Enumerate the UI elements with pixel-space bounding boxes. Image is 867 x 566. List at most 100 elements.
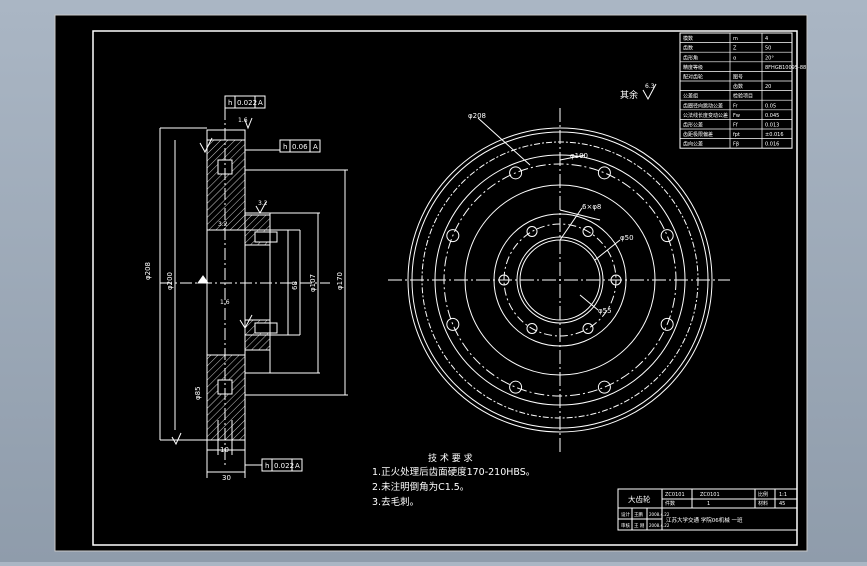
section-view [159, 96, 348, 478]
param-table-cell: ±0.016 [765, 132, 784, 138]
technical-requirements: 技 术 要 求 1.正火处理后齿面硬度170-210HBS。 2.未注明倒角为C… [372, 452, 535, 508]
param-table-cell: Fr [733, 103, 739, 109]
svg-text:h: h [283, 143, 287, 151]
bolt-holes [498, 226, 622, 334]
roughness-32-b: 3.2 [218, 221, 228, 228]
dim-phi208: φ208 [144, 262, 152, 280]
param-table-cell: 公差组 [683, 93, 698, 100]
tb-organization: 江苏大学交通 学院06机械 一班 [666, 516, 743, 524]
bolt-hole [582, 226, 594, 238]
tol-mid-datum: A [313, 143, 318, 151]
param-table-cell: 0.05 [765, 103, 776, 109]
bolt-hole [582, 322, 594, 334]
lightening-hole [446, 317, 460, 331]
param-table-cell: 齿形公差 [683, 122, 703, 129]
bolt-hole [498, 274, 510, 286]
dim-phi107: φ107 [309, 274, 317, 292]
param-table-cell: 0.016 [765, 142, 779, 148]
param-table-cell: 齿向公差 [683, 141, 703, 148]
dim-30: 30 [222, 474, 231, 482]
tb-material: 45 [779, 501, 785, 507]
param-table-cell: fpt [733, 132, 740, 138]
front-dim-phi50: φ50 [620, 234, 634, 242]
dim-68: 68 [291, 281, 299, 290]
tol-top-value: 0.022 [237, 99, 257, 107]
lightening-hole [660, 317, 674, 331]
tb-count-label: 件数 [665, 500, 675, 507]
lightening-hole [597, 166, 611, 180]
tb-material-label: 材料 [758, 500, 768, 507]
lightening-hole [509, 380, 523, 394]
param-table-cell: 齿距极限偏差 [683, 131, 713, 138]
front-dim-6holes: 6×φ8 [582, 203, 601, 211]
tolerance-frame-mid: h 0.06 A [279, 139, 321, 153]
dim-10: 10 [220, 446, 229, 454]
front-view [388, 108, 730, 452]
hatch-top [206, 139, 246, 231]
param-table-cell: 公法线长度变动公差 [683, 112, 728, 119]
dim-phi85: φ85 [194, 386, 202, 400]
param-table-cell: 模数 [683, 35, 693, 42]
param-table-cell: 齿数 [683, 45, 693, 52]
param-table-cell: Fw [733, 113, 740, 119]
roughness-symbols [171, 117, 267, 446]
tech-req-title: 技 术 要 求 [428, 452, 473, 464]
dim-phi200: φ200 [166, 272, 174, 290]
roughness-32-a: 3.2 [258, 200, 268, 207]
param-table-cell: 4 [765, 36, 768, 42]
tb-reviewer-label: 审核 [621, 522, 630, 529]
lightening-hole [597, 380, 611, 394]
bolt-hole [526, 322, 538, 334]
tb-designer: 王鹏 [634, 511, 643, 518]
surface-finish-note: 其余 6.3 [620, 83, 657, 101]
tb-review-date: 2008.4.22 [649, 523, 670, 528]
param-table-cell: 齿形角 [683, 54, 698, 61]
param-table-cell: 图号 [733, 75, 743, 81]
param-table-cell: 精度等级 [683, 64, 703, 71]
bolt-hole [610, 274, 622, 286]
tol-bottom-datum: A [295, 462, 300, 470]
param-table-cell: α [733, 55, 737, 61]
tb-count: 1 [707, 501, 710, 507]
hatch-bottom [206, 354, 246, 441]
tech-req-item-2: 2.未注明倒角为C1.5。 [372, 481, 469, 493]
tol-mid-value: 0.06 [292, 143, 308, 151]
param-table-cell: 0.013 [765, 123, 779, 129]
tb-designer-label: 设计 [621, 511, 630, 518]
tech-req-item-3: 3.去毛刺。 [372, 496, 419, 508]
surface-finish-value: 6.3 [645, 83, 655, 90]
tech-req-item-1: 1.正火处理后齿面硬度170-210HBS。 [372, 466, 535, 478]
param-table-cell: Ff [733, 123, 738, 129]
param-table-cell: 检验项目 [733, 93, 753, 100]
tolerance-frame-bottom: h 0.022 A [261, 458, 303, 472]
tb-scale: 1:1 [779, 492, 787, 498]
param-table-cell: 20 [765, 84, 771, 90]
tolerance-frame-top: h 0.022 A [224, 95, 266, 109]
tb-drawing-no-2: ZC0101 [700, 492, 720, 498]
dim-phi170: φ170 [336, 272, 344, 290]
param-table-cell: 齿圈径向跳动公差 [683, 102, 723, 109]
param-table-cell: m [733, 36, 738, 42]
param-table-cell: 配对齿轮 [683, 74, 703, 81]
svg-text:h: h [228, 99, 232, 107]
tb-drawing-no: ZC0101 [665, 492, 685, 498]
tb-reviewer: 王 刚 [634, 522, 645, 529]
param-table-cell: 齿数 [733, 83, 743, 90]
front-view-leaders [477, 117, 621, 311]
roughness-16-b: 1.6 [220, 299, 230, 306]
tol-bottom-value: 0.022 [274, 462, 294, 470]
lightening-hole [446, 229, 460, 243]
lightening-hole [509, 166, 523, 180]
lightening-holes [446, 166, 674, 394]
param-table-cell: 20° [765, 55, 774, 61]
title-block [617, 488, 798, 531]
param-table-cell: 0.045 [765, 113, 779, 119]
bolt-hole [526, 226, 538, 238]
front-dim-phi100: φ100 [570, 152, 588, 160]
tb-design-date: 2008.4.22 [649, 512, 670, 517]
tol-top-datum: A [258, 99, 263, 107]
svg-text:h: h [265, 462, 269, 470]
roughness-16-a: 1.6 [238, 117, 248, 124]
